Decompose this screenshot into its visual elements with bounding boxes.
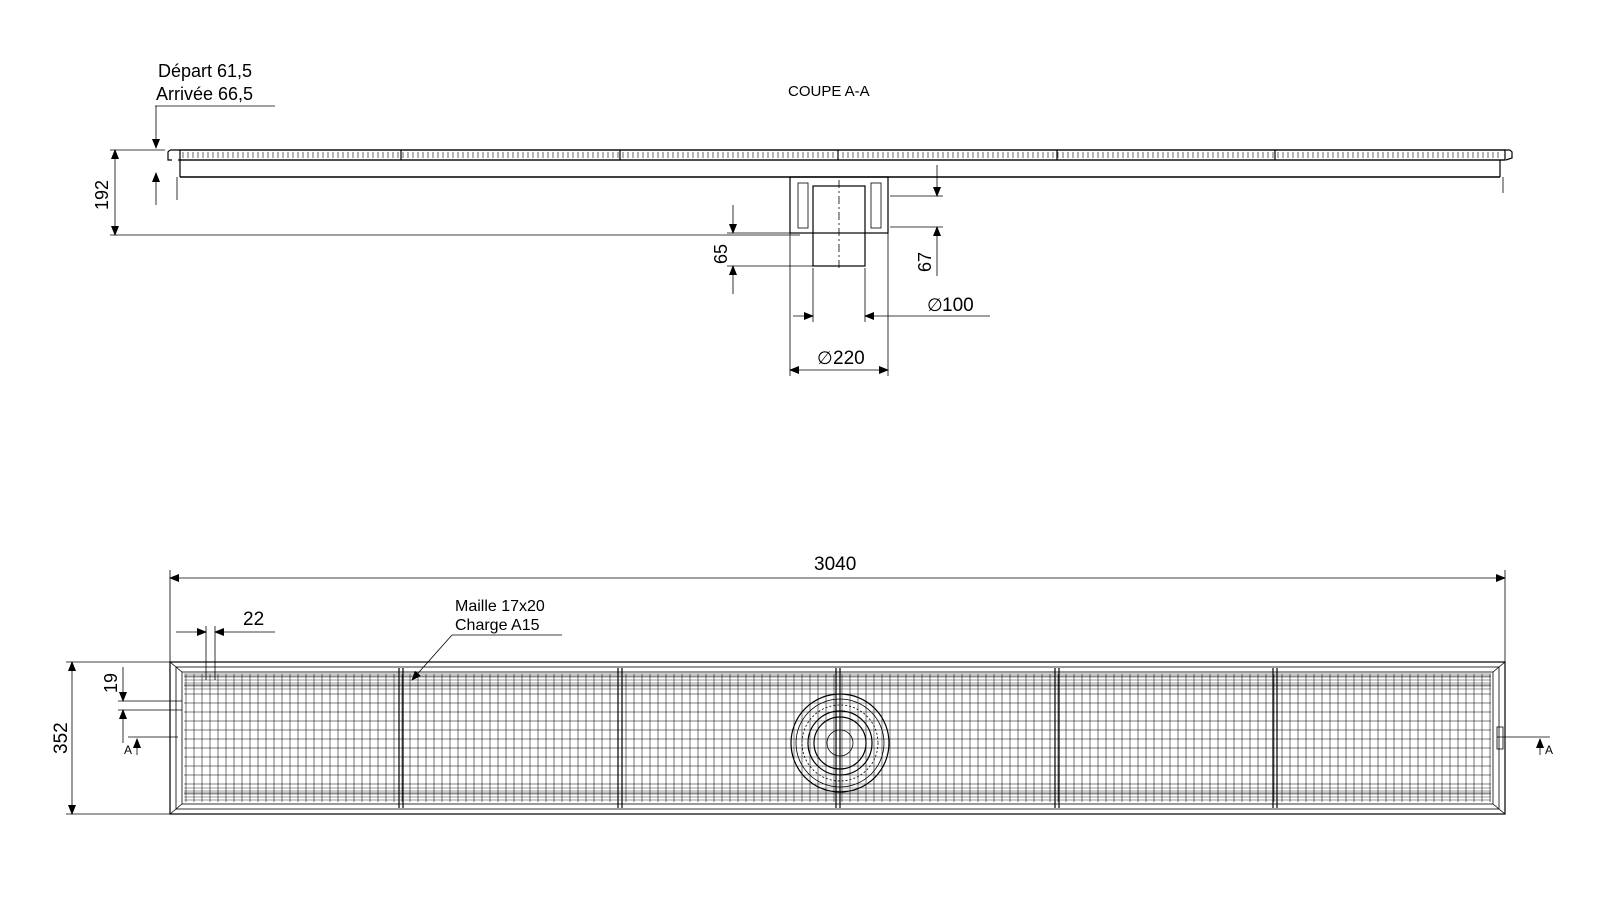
diameter-symbol-220: ∅ xyxy=(817,348,833,368)
dim-22-label: 22 xyxy=(243,609,264,630)
section-title: COUPE A-A xyxy=(788,83,870,100)
plan-panel-dividers xyxy=(398,668,1278,808)
dim-352-label: 352 xyxy=(51,722,72,754)
section-mark-left-label: A xyxy=(124,743,132,757)
plan-outlet xyxy=(790,693,890,793)
diameter-symbol-100: ∅ xyxy=(927,295,943,315)
dim-d220: ∅ 220 xyxy=(789,233,889,376)
section-mark-right-label: A xyxy=(1545,743,1553,757)
dim-3040-label: 3040 xyxy=(814,554,856,575)
mesh-note: Maille 17x20 Charge A15 xyxy=(411,598,562,681)
note-charge: Charge A15 xyxy=(455,617,540,634)
dim-d220-label: 220 xyxy=(833,348,865,369)
dim-192: 192 xyxy=(92,149,800,236)
note-maille: Maille 17x20 xyxy=(455,598,545,615)
section-channel xyxy=(167,149,1513,200)
note-arrivee: Arrivée 66,5 xyxy=(156,84,253,104)
section-outlet xyxy=(789,176,889,268)
dim-d100: ∅ 100 xyxy=(793,268,990,322)
note-depart: Départ 61,5 xyxy=(158,61,252,81)
plan-outer-frame xyxy=(169,661,1506,815)
dim-19-label: 19 xyxy=(101,673,121,693)
section-view: COUPE A-A Départ 61,5 Arrivée 66,5 xyxy=(92,61,1513,376)
plan-grating-mesh xyxy=(184,673,1491,802)
dim-22: 22 xyxy=(176,609,275,680)
plan-grating-frame xyxy=(181,671,1494,805)
dim-352: 352 xyxy=(51,661,170,815)
dim-67: 67 xyxy=(890,165,943,276)
section-panel-dividers xyxy=(400,150,1276,160)
dim-d100-label: 100 xyxy=(942,295,974,316)
dim-192-label: 192 xyxy=(92,180,112,210)
dim-3040: 3040 xyxy=(169,554,1506,662)
dim-65: 65 xyxy=(711,205,815,294)
dim-19: 19 xyxy=(101,667,182,743)
dim-65-label: 65 xyxy=(711,244,731,264)
section-mark-left: A xyxy=(124,736,178,757)
section-mark-right: A xyxy=(1496,726,1553,757)
plan-inner-frame xyxy=(175,666,1500,810)
plan-view: 3040 352 22 19 Maille 17x20 C xyxy=(51,554,1553,815)
dim-67-label: 67 xyxy=(915,252,935,272)
section-grating-hatch xyxy=(182,152,1499,158)
